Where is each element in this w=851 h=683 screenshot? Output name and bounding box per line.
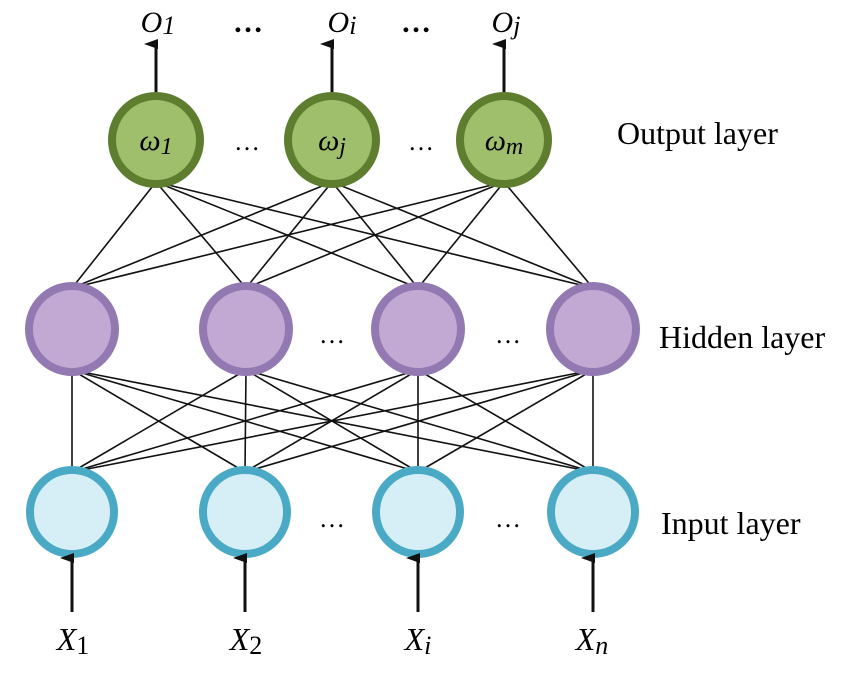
output-node-1 — [108, 92, 204, 188]
connection-input-4-hidden-2 — [245, 369, 594, 473]
hidden-node-2 — [199, 282, 293, 376]
output-symbol-oi: Oi — [328, 6, 357, 40]
input-node-3 — [372, 466, 464, 558]
output-node-label-w1: ω1 — [139, 124, 172, 160]
hidden-layer-label: Hidden layer — [659, 319, 826, 355]
input-symbol-xi: Xi — [403, 621, 432, 660]
connection-input-4-hidden-1 — [71, 369, 594, 473]
input-node-2 — [199, 466, 291, 558]
output-node-3 — [456, 92, 552, 188]
connection-input-3-hidden-1 — [71, 369, 419, 473]
input-layer-label: Input layer — [661, 505, 801, 541]
hidden-node-3 — [371, 282, 465, 376]
input-symbol-x1: X1 — [55, 621, 90, 660]
output-layer-label: Output layer — [617, 115, 778, 151]
connection-hidden-3-output-1 — [155, 181, 419, 289]
output-arrows — [144, 39, 506, 92]
output-node-label-wm: ωm — [485, 124, 524, 160]
connection-hidden-4-output-2 — [331, 181, 594, 289]
output-symbol-oj: Oj — [492, 6, 521, 40]
input-symbol-xn: Xn — [574, 621, 609, 660]
output-symbol-ellipsis-2: … — [401, 6, 431, 39]
hidden-node-4 — [546, 282, 640, 376]
output-symbol-ellipsis-1: … — [233, 6, 263, 39]
output-layer-ellipsis-1: … — [234, 127, 260, 156]
connection-hidden-4-output-1 — [155, 181, 594, 289]
connection-hidden-4-output-3 — [503, 181, 594, 289]
output-node-2 — [284, 92, 380, 188]
input-layer-ellipsis-1: … — [319, 504, 345, 533]
hidden-layer-nodes — [25, 282, 640, 376]
output-node-label-wj: ωj — [318, 124, 346, 160]
input-node-1 — [26, 466, 118, 558]
input-node-4 — [547, 466, 639, 558]
output-layer-ellipsis-2: … — [408, 127, 434, 156]
hidden-layer-ellipsis-1: … — [319, 320, 345, 349]
input-layer-ellipsis-2: … — [495, 504, 521, 533]
output-symbol-o1: O1 — [141, 6, 176, 40]
connection-hidden-1-output-1 — [71, 181, 157, 289]
connection-input-4-hidden-3 — [417, 369, 594, 473]
connection-input-2-hidden-1 — [71, 369, 246, 473]
input-arrows — [60, 553, 595, 612]
input-symbol-x2: X2 — [228, 621, 263, 660]
connection-hidden-2-output-1 — [155, 181, 247, 289]
input-hidden-connections — [71, 369, 594, 473]
hidden-output-connections — [71, 181, 594, 289]
hidden-layer-ellipsis-2: … — [495, 320, 521, 349]
output-layer-nodes — [108, 92, 552, 188]
hidden-node-1 — [25, 282, 119, 376]
